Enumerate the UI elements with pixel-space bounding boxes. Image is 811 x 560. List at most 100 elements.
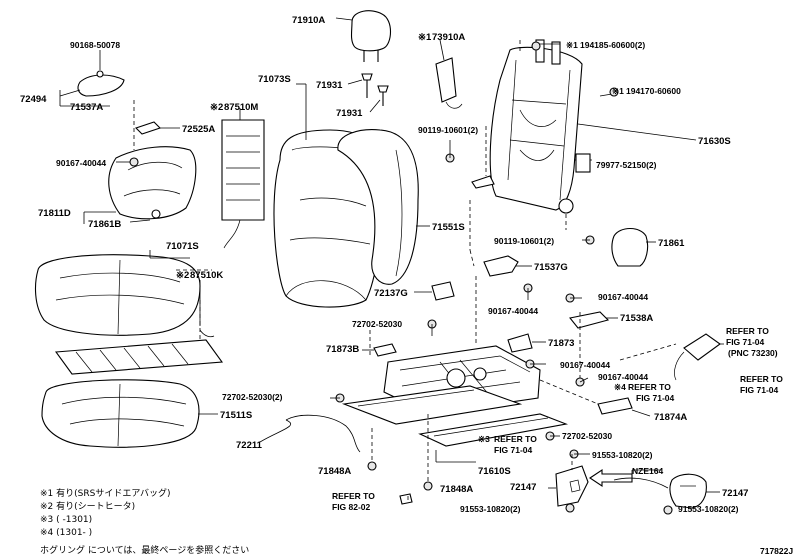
label-73910a-mark: ※1	[418, 32, 432, 43]
ref2-line2: FIG 71-04	[740, 385, 779, 395]
label-71538a: 71538A	[620, 313, 653, 324]
bracket-71873b	[373, 343, 397, 357]
label-71551s: 71551S	[432, 222, 465, 233]
side-airbag	[435, 57, 463, 109]
label-71511s: 71511S	[220, 410, 252, 421]
wire-72211	[285, 414, 361, 453]
label-71071s: 71071S	[166, 241, 199, 252]
legend: ※1 有り(SRSサイドエアバッグ) ※2 有り(シートヒータ) ※3 ( -1…	[40, 487, 249, 556]
bracket-71537g	[483, 255, 519, 277]
label-90167-d: 90167-40044	[560, 360, 610, 370]
label-72211: 72211	[236, 440, 263, 451]
label-90119-b: 90119-10601(2)	[494, 236, 554, 246]
label-71848a-b: 71848A	[440, 484, 473, 495]
ref1-line2: FIG 71-04	[726, 337, 765, 347]
label-71630s: 71630S	[698, 136, 731, 147]
legend-line-1: ※1 有り(SRSサイドエアバッグ)	[40, 487, 170, 499]
cover-72137g	[431, 281, 455, 301]
seat-cushion-cover	[34, 254, 201, 336]
side-shield	[108, 146, 197, 220]
legend-line-4: ※4 (1301- )	[40, 528, 92, 538]
label-71931-a: 71931	[316, 80, 343, 91]
label-90167-a: 90167-40044	[56, 158, 106, 168]
label-71073s: 71073S	[258, 74, 291, 85]
seatback-frame	[471, 39, 583, 214]
legend-line-2: ※2 有り(シートヒータ)	[40, 500, 135, 512]
footer-note: ホグリング については、最終ページを参照ください	[40, 544, 249, 556]
reclining-cover	[611, 227, 649, 267]
label-71873b: 71873B	[326, 344, 359, 355]
label-72702-a: 72702-52030	[352, 319, 402, 329]
bracket-72147	[555, 465, 589, 507]
label-87510m-mark: ※2	[210, 102, 223, 113]
ref3-line1: REFER TO	[628, 382, 671, 392]
label-79977: 79977-52150(2)	[596, 160, 657, 170]
seat-rails	[341, 385, 569, 447]
seatback-heater	[221, 119, 265, 249]
bracket-71873	[507, 333, 533, 353]
seat-cushion-pad	[41, 379, 200, 448]
figure-code: 717822J	[760, 546, 793, 556]
label-194170: 194170-60600	[626, 86, 681, 96]
clip-71848a	[399, 493, 413, 505]
label-71873: 71873	[548, 338, 574, 349]
label-nze164: NZE164	[632, 466, 663, 476]
label-72147-b: 72147	[722, 488, 748, 499]
label-72137g: 72137G	[374, 288, 408, 299]
label-72702-b: 72702-52030(2)	[222, 392, 283, 402]
ref5-line1: REFER TO	[332, 491, 375, 501]
frame-label	[575, 153, 591, 173]
ref2-line1: REFER TO	[740, 374, 783, 384]
label-194185-mark: ※1	[566, 40, 578, 50]
label-72702-c: 72702-52030	[562, 431, 612, 441]
label-91553-c: 91553-10820(2)	[678, 504, 739, 514]
label-90119-a: 90119-10601(2)	[418, 125, 478, 135]
ref4-mark: ※3	[478, 434, 490, 444]
seat-belt-buckle	[674, 333, 721, 381]
label-90167-c: 90167-40044	[488, 306, 538, 316]
label-71610s: 71610S	[478, 466, 511, 477]
cushion-heater	[54, 329, 224, 375]
label-71931-b: 71931	[336, 108, 363, 119]
label-71811d: 71811D	[38, 208, 71, 219]
label-87510k: 87510K	[190, 270, 223, 281]
label-90167-e: 90167-40044	[598, 372, 648, 382]
label-71537g: 71537G	[534, 262, 568, 273]
bracket-71538a	[569, 311, 610, 329]
legend-line-3: ※3 ( -1301)	[40, 515, 92, 525]
label-71848a-a: 71848A	[318, 466, 351, 477]
ref4-line1: REFER TO	[494, 434, 537, 444]
recliner-lever	[77, 70, 125, 97]
label-72494: 72494	[20, 94, 47, 105]
ref3-line2: FIG 71-04	[636, 393, 675, 403]
bracket-72147-nze164	[669, 473, 707, 509]
ref3-mark: ※4	[614, 382, 626, 392]
label-71537a: 71537A	[70, 102, 103, 113]
label-90168: 90168-50078	[70, 40, 120, 50]
label-90167-b: 90167-40044	[598, 292, 648, 302]
label-194170-mark: ※1	[612, 86, 624, 96]
label-71861b: 71861B	[88, 219, 121, 230]
ref4-line2: FIG 71-04	[494, 445, 533, 455]
seatback-cover	[337, 129, 419, 285]
ref1-line1: REFER TO	[726, 326, 769, 336]
headrest-supports	[361, 73, 389, 106]
label-71874a: 71874A	[654, 412, 687, 423]
label-72525a: 72525A	[182, 124, 215, 135]
label-72147-a: 72147	[510, 482, 536, 493]
label-194185: 194185-60600(2)	[580, 40, 645, 50]
ref1-line3: (PNC 73230)	[728, 348, 778, 358]
cover-71874a	[597, 397, 633, 415]
label-71861: 71861	[658, 238, 685, 249]
label-87510m: 87510M	[224, 102, 258, 113]
label-71910a: 71910A	[292, 15, 325, 26]
inset-arrow	[589, 468, 669, 489]
label-91553-a: 91553-10820(2)	[592, 450, 653, 460]
label-87510k-mark: ※2	[176, 270, 189, 281]
recliner-knob	[134, 121, 162, 135]
headrest	[350, 10, 392, 62]
label-73910a: 73910A	[432, 32, 465, 43]
ref5-line2: FIG 82-02	[332, 502, 371, 512]
